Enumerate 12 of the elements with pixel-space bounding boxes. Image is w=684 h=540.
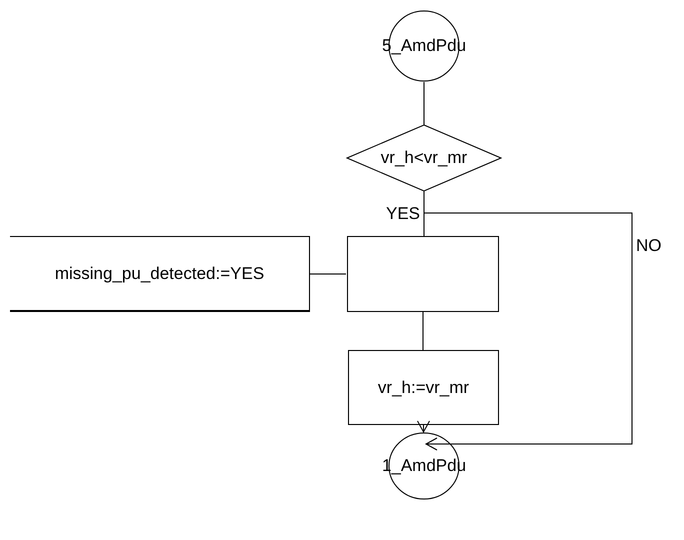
comment-box [10,236,310,312]
decision-diamond [347,125,501,191]
node-label: vr_h:=vr_mr [378,378,470,398]
process-box [348,350,499,425]
node-label: vr_h<vr_mr [380,148,468,168]
edge-label: NO [636,236,662,256]
process-box [347,236,499,312]
connector-line [422,312,424,350]
arrow [417,420,430,432]
edge-label: YES [386,204,420,224]
arrow [424,190,632,450]
node-label: missing_pu_detected:=YES [54,264,264,284]
